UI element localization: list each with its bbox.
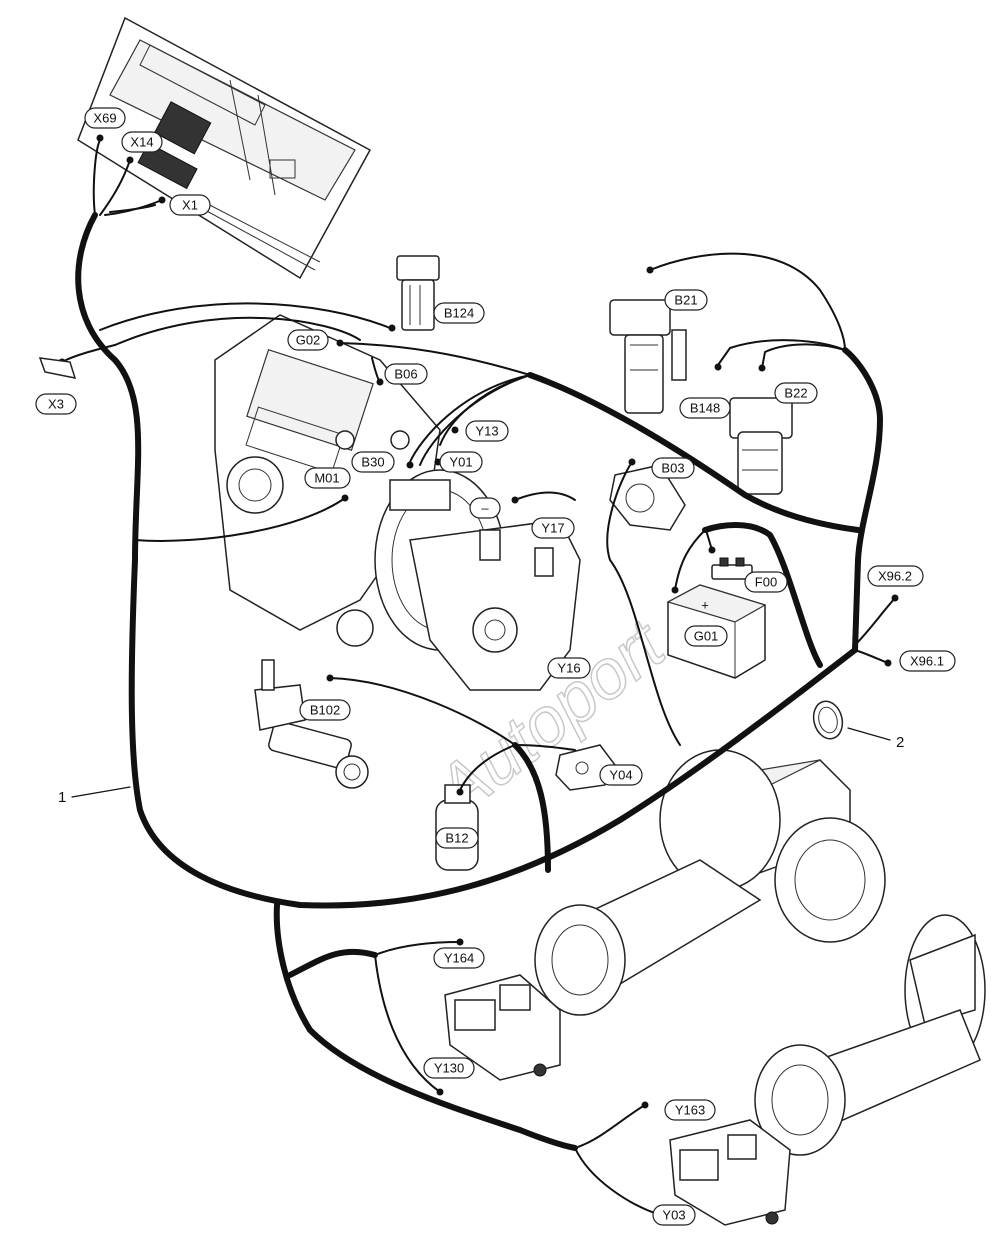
pump-y130-illustration — [444, 974, 561, 1081]
label-b21: B21 — [664, 289, 708, 311]
svg-text:B148: B148 — [690, 401, 720, 416]
label-x1: X1 — [169, 194, 211, 216]
label-y164: Y164 — [433, 947, 485, 969]
label-y16: Y16 — [547, 657, 591, 679]
label-y163: Y163 — [664, 1099, 716, 1121]
svg-text:Y17: Y17 — [541, 521, 564, 536]
svg-text:B102: B102 — [310, 703, 340, 718]
svg-text:Y16: Y16 — [557, 661, 580, 676]
cylinder-b102-illustration — [254, 659, 369, 789]
control-box-illustration — [77, 16, 372, 280]
callout-harness: 1 — [58, 786, 131, 806]
svg-text:X96.1: X96.1 — [910, 654, 944, 669]
label-x69: X69 — [84, 107, 126, 129]
svg-text:Y164: Y164 — [444, 951, 474, 966]
connector-x3-illustration — [38, 357, 77, 379]
svg-text:–: – — [481, 501, 489, 516]
label-x14: X14 — [121, 131, 163, 153]
svg-text:X1: X1 — [182, 198, 198, 213]
label-b30: B30 — [351, 451, 395, 473]
label-y01: Y01 — [439, 451, 483, 473]
svg-text:X3: X3 — [48, 397, 64, 412]
svg-text:B124: B124 — [444, 306, 474, 321]
fuse-f00-illustration — [711, 557, 753, 580]
main-harness — [75, 212, 883, 1151]
svg-text:Y130: Y130 — [434, 1061, 464, 1076]
callout-clamp: 2 — [847, 727, 904, 751]
label-x96-2: X96.2 — [867, 565, 924, 587]
label-y13: Y13 — [465, 420, 509, 442]
svg-text:F00: F00 — [755, 575, 777, 590]
svg-text:Y04: Y04 — [609, 768, 632, 783]
svg-text:B03: B03 — [661, 461, 684, 476]
axle-front-illustration — [534, 749, 886, 1016]
svg-text:M01: M01 — [314, 471, 339, 486]
label-g01: G01 — [684, 625, 728, 647]
label-x3: X3 — [35, 393, 77, 415]
battery-plus-symbol: + — [701, 598, 709, 613]
axle-rear-illustration — [754, 914, 986, 1156]
label-y03: Y03 — [652, 1204, 696, 1226]
svg-text:Y01: Y01 — [449, 455, 472, 470]
label-b148: B148 — [679, 397, 731, 419]
svg-text:1: 1 — [58, 789, 66, 806]
branch-wires — [61, 139, 896, 1216]
label-y04: Y04 — [599, 764, 643, 786]
label-m01: M01 — [304, 467, 351, 489]
label-b22: B22 — [774, 382, 818, 404]
svg-text:G02: G02 — [296, 333, 321, 348]
filter-b22-illustration — [729, 397, 793, 495]
label-y17: Y17 — [531, 517, 575, 539]
svg-text:B22: B22 — [784, 386, 807, 401]
svg-text:G01: G01 — [694, 629, 719, 644]
svg-text:2: 2 — [896, 734, 904, 751]
label-x96-1: X96.1 — [899, 650, 956, 672]
svg-text:X69: X69 — [93, 111, 116, 126]
filter-b21-illustration — [609, 299, 687, 414]
svg-text:B12: B12 — [445, 831, 468, 846]
pump-y03-illustration — [669, 1119, 791, 1226]
label-f00: F00 — [744, 571, 788, 593]
svg-text:B21: B21 — [674, 293, 697, 308]
svg-text:B06: B06 — [394, 367, 417, 382]
label-b03: B03 — [651, 457, 695, 479]
label-b102: B102 — [299, 699, 351, 721]
clamp-illustration — [812, 700, 844, 740]
label-y130: Y130 — [423, 1057, 475, 1079]
svg-text:X14: X14 — [130, 135, 153, 150]
label-minus: – — [469, 497, 501, 519]
label-g02: G02 — [287, 329, 329, 351]
filter-b124-illustration — [396, 255, 440, 331]
label-b06: B06 — [384, 363, 428, 385]
label-b124: B124 — [433, 302, 485, 324]
svg-text:X96.2: X96.2 — [878, 569, 912, 584]
svg-text:Y03: Y03 — [662, 1208, 685, 1223]
label-b12: B12 — [435, 827, 479, 849]
svg-text:B30: B30 — [361, 455, 384, 470]
svg-text:Y163: Y163 — [675, 1103, 705, 1118]
svg-text:Y13: Y13 — [475, 424, 498, 439]
connector-dots — [58, 134, 899, 1219]
